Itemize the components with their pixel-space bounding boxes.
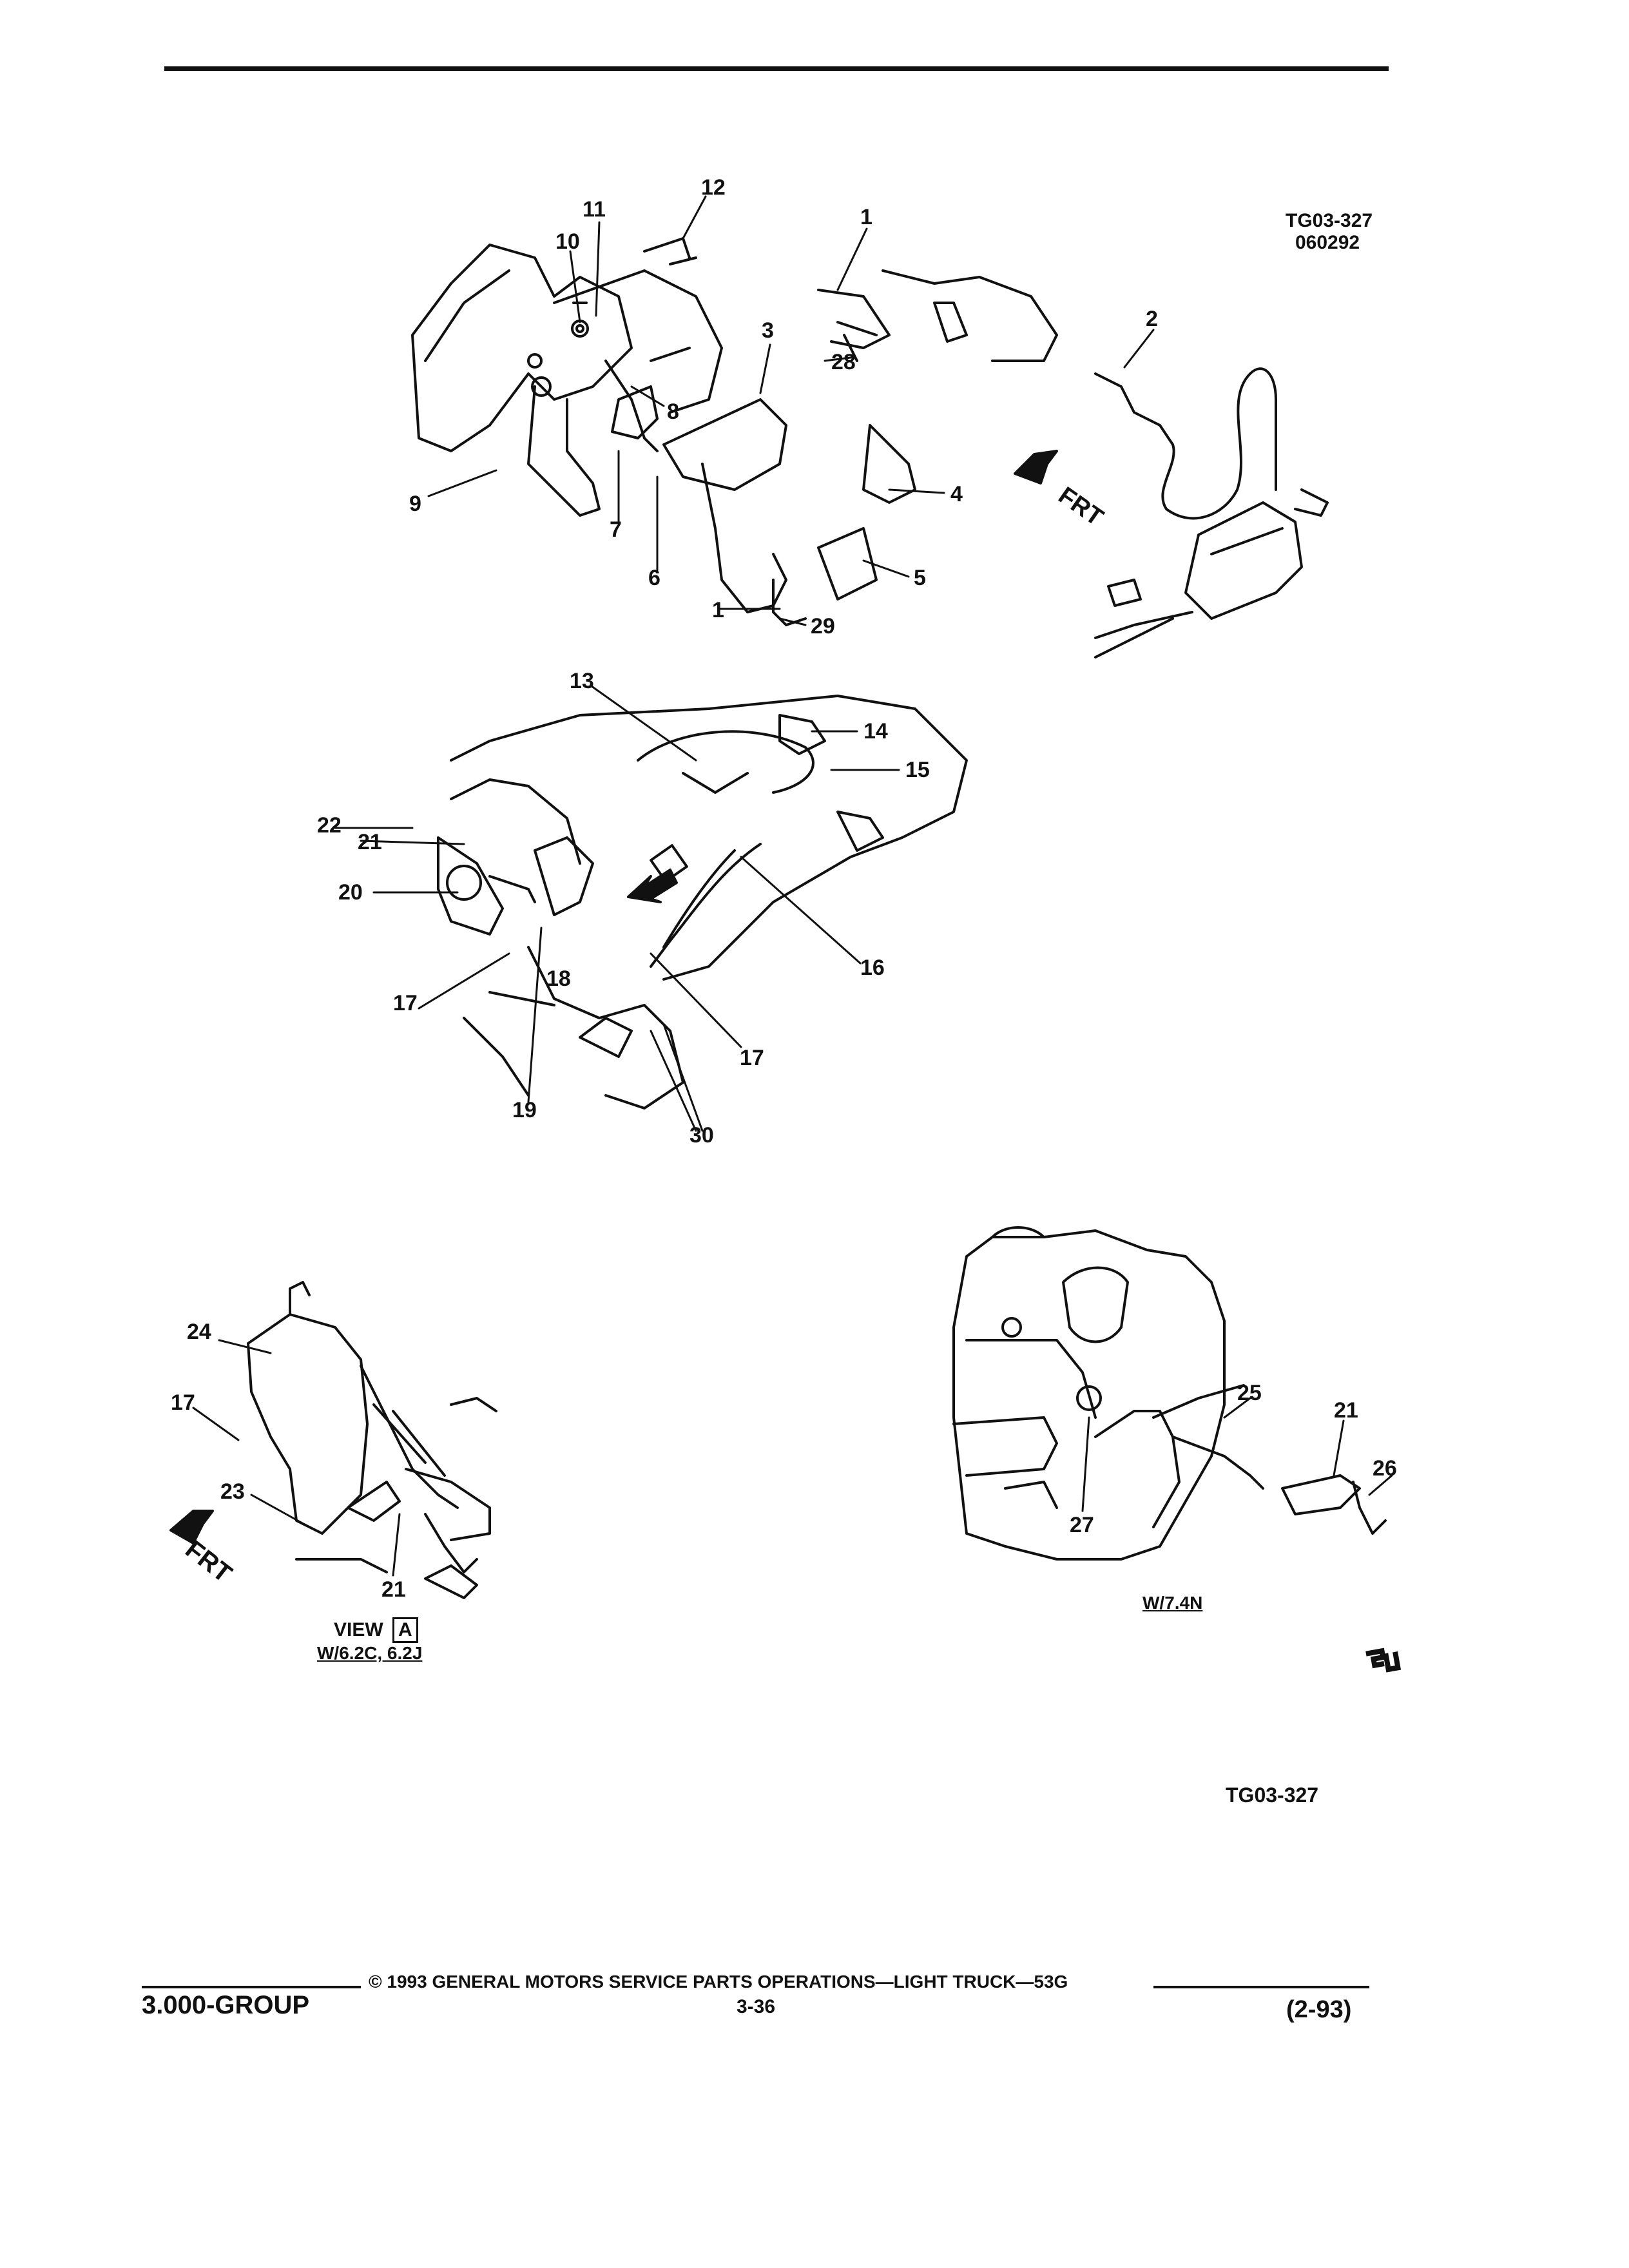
- callout-18: 18: [546, 966, 571, 991]
- top-rule: [164, 66, 1389, 71]
- pedal-bracket-assembly: [411, 237, 787, 613]
- callout-28: 28: [831, 350, 856, 374]
- w74n-assembly: [952, 1226, 1387, 1561]
- callout-4: 4: [950, 482, 963, 506]
- gm-logo-mark: [1365, 1648, 1402, 1673]
- connector-28: [772, 269, 1058, 626]
- footer-rule-left: [142, 1986, 361, 1988]
- callout-13: 13: [570, 669, 594, 693]
- callout-14: 14: [863, 719, 888, 744]
- callout-8: 8: [667, 399, 679, 424]
- variant-right: W/7.4N: [1142, 1593, 1203, 1613]
- callout-3: 3: [762, 318, 774, 343]
- view-a-assembly: [247, 1281, 497, 1599]
- callout-21-view-a: 21: [381, 1577, 406, 1602]
- callout-30: 30: [689, 1123, 714, 1148]
- footer-copyright: © 1993 GENERAL MOTORS SERVICE PARTS OPER…: [369, 1972, 1068, 1992]
- callout-17-view-a: 17: [171, 1390, 195, 1415]
- variant-view-a: W/6.2C, 6.2J: [317, 1643, 423, 1663]
- view-a-box-mid: [650, 844, 688, 883]
- callout-22: 22: [317, 813, 342, 838]
- cruise-servo: [1094, 367, 1329, 658]
- callout-1-top: 1: [860, 205, 872, 229]
- leader-lines: [192, 195, 1393, 1577]
- callout-7: 7: [610, 517, 622, 542]
- callout-16: 16: [860, 956, 885, 980]
- callout-19: 19: [512, 1098, 537, 1122]
- callout-1-bottom: 1: [712, 598, 724, 622]
- view-a-caption: VIEW A: [334, 1617, 418, 1643]
- callout-17-left: 17: [393, 991, 418, 1015]
- figure-code-bottom: TG03-327: [1226, 1783, 1319, 1807]
- callout-9: 9: [409, 492, 421, 516]
- frt-label-lower: FRT: [180, 1535, 236, 1588]
- footer-rule-right: [1153, 1986, 1369, 1988]
- callout-20: 20: [338, 880, 363, 905]
- callout-5: 5: [914, 566, 926, 590]
- frt-label-upper: FRT: [1054, 482, 1108, 532]
- callout-2: 2: [1146, 307, 1158, 331]
- callout-29: 29: [811, 614, 835, 639]
- view-a-arrow: [627, 869, 678, 903]
- footer-group: 3.000-GROUP: [142, 1991, 310, 2019]
- callout-15: 15: [905, 758, 930, 782]
- callout-12: 12: [701, 175, 726, 200]
- footer-date: (2-93): [1286, 1996, 1352, 2023]
- view-word: VIEW: [334, 1619, 383, 1640]
- gm-logo: GM: [1362, 1641, 1407, 1686]
- frt-arrow-upper: [1014, 450, 1058, 485]
- callout-6: 6: [648, 566, 660, 590]
- callout-17-right: 17: [740, 1046, 764, 1070]
- view-letter-box: A: [392, 1617, 418, 1643]
- callout-26: 26: [1373, 1456, 1397, 1481]
- callout-27: 27: [1070, 1513, 1094, 1537]
- engine-top-assembly: [437, 695, 968, 1110]
- figure-code-top: TG03-327: [1286, 210, 1373, 231]
- callout-25: 25: [1237, 1381, 1262, 1405]
- figure-date-code: 060292: [1295, 232, 1360, 253]
- callout-23: 23: [220, 1479, 245, 1504]
- callout-21-right: 21: [1334, 1398, 1358, 1423]
- callout-21-mid: 21: [358, 830, 382, 854]
- footer-page: 3-36: [737, 1996, 776, 2017]
- callout-11: 11: [583, 197, 606, 222]
- callout-24: 24: [187, 1320, 211, 1344]
- frt-arrow-lower: [169, 1510, 214, 1544]
- callout-10: 10: [555, 229, 580, 254]
